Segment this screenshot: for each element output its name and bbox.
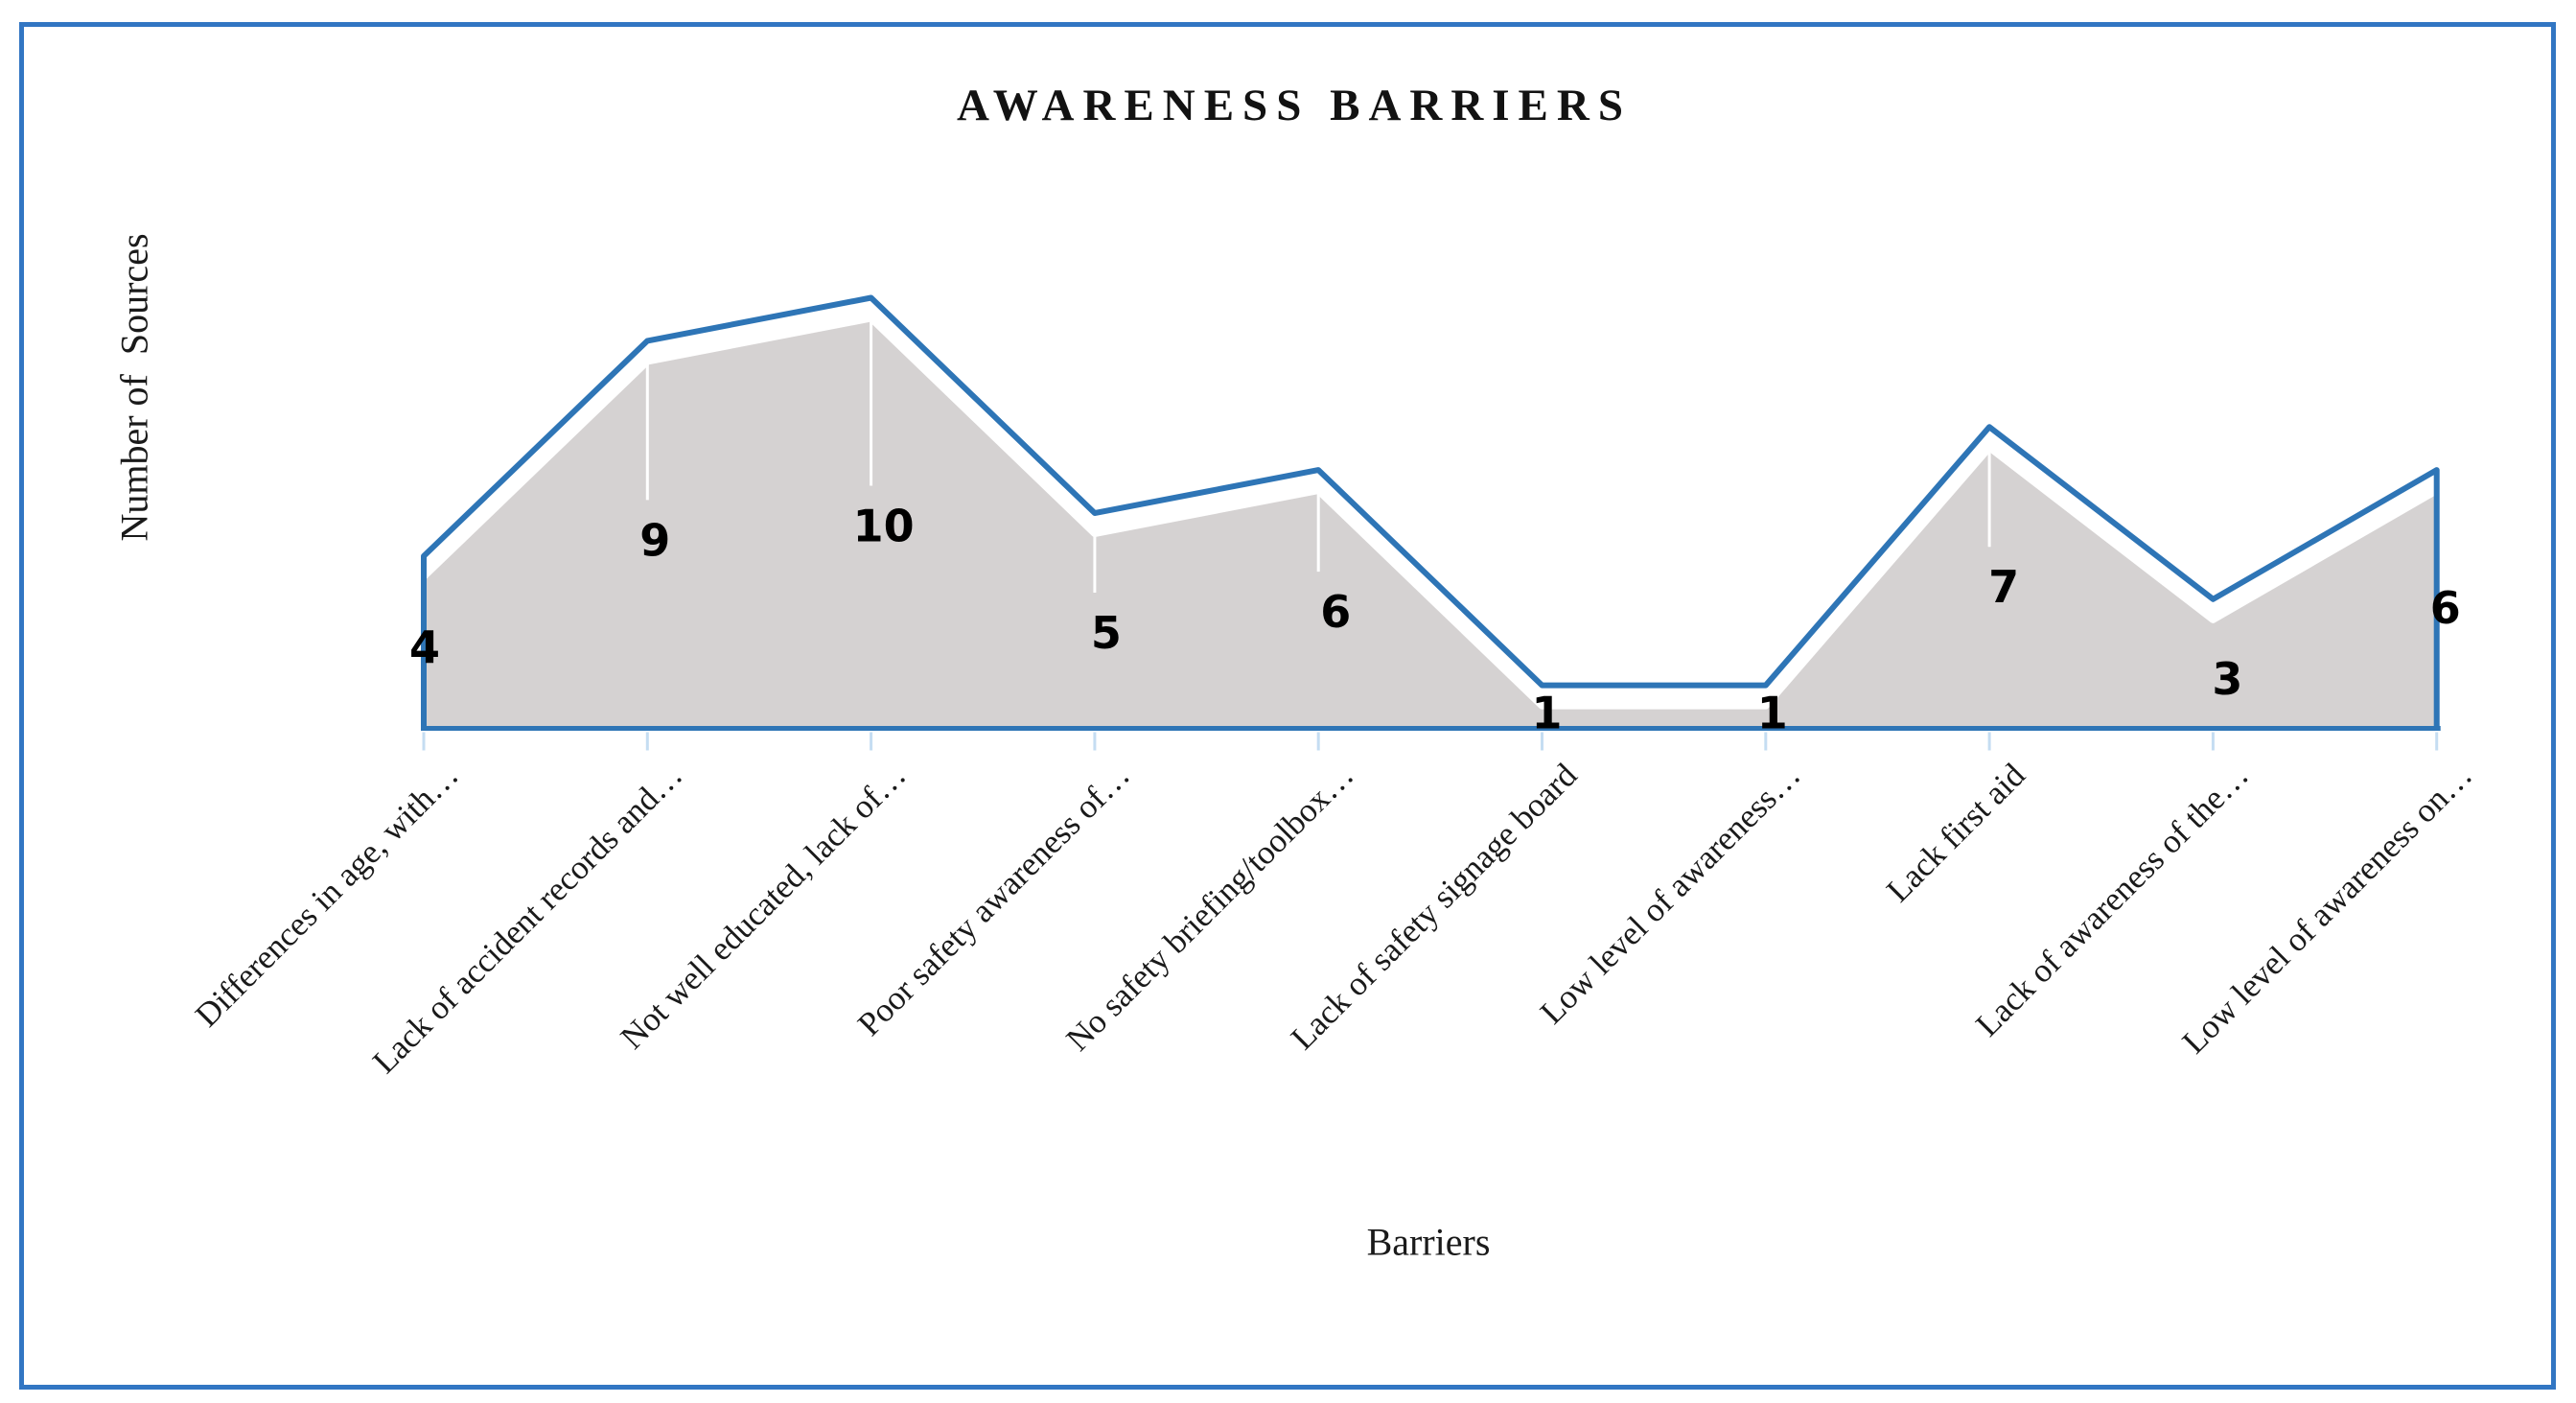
data-label: 1 (1757, 688, 1788, 739)
chart-title: AWARENESS BARRIERS (957, 81, 1632, 130)
line-series (421, 294, 2440, 729)
data-label: 10 (853, 501, 915, 552)
data-label: 5 (1091, 607, 1122, 659)
data-label: 3 (2212, 653, 2242, 705)
area-series-fill (424, 317, 2437, 729)
data-label: 4 (409, 621, 440, 673)
data-label: 6 (2430, 582, 2461, 634)
x-axis-title: Barriers (1366, 1220, 1491, 1264)
data-label: 9 (639, 514, 670, 566)
data-label: 6 (1320, 586, 1351, 638)
data-label: 7 (1988, 561, 2019, 613)
data-label: 1 (1531, 688, 1562, 739)
area-top-halo (421, 314, 2439, 710)
